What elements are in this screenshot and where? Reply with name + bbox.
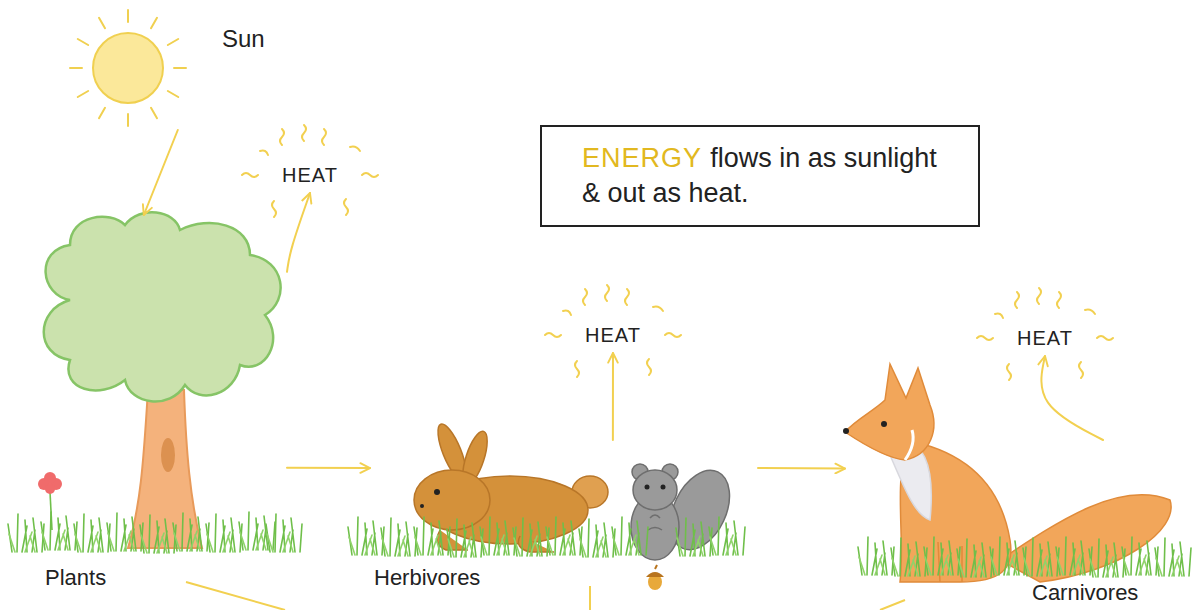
grass	[8, 514, 44, 552]
note-text: ENERGY	[582, 143, 702, 173]
heat-label: HEAT	[576, 317, 650, 353]
trophic-level: Carnivores	[845, 440, 1197, 610]
grass	[447, 519, 483, 557]
grass	[1089, 539, 1125, 577]
node-label: HEAT	[585, 323, 641, 347]
grass	[676, 518, 712, 556]
energy-arrow	[612, 353, 614, 440]
grass	[41, 512, 77, 550]
grass	[107, 513, 143, 551]
note-box: ENERGYflows in as sunlight & out as heat…	[540, 125, 980, 227]
grass	[414, 517, 450, 555]
heat-label: HEAT	[273, 157, 347, 193]
grass	[891, 538, 927, 576]
energy-arrow	[144, 130, 178, 215]
grass	[74, 514, 110, 552]
grass	[480, 517, 516, 555]
grass	[266, 514, 302, 552]
grass	[173, 513, 209, 551]
grass	[206, 514, 242, 552]
tree	[44, 212, 281, 548]
grass	[1122, 537, 1158, 575]
decomposer-lines	[186, 582, 905, 610]
energy-arrow	[758, 467, 845, 470]
node-label: Herbivores	[374, 565, 762, 590]
grass	[709, 517, 745, 555]
grass	[858, 537, 894, 575]
grass	[612, 517, 648, 555]
grass	[990, 537, 1026, 575]
node-label: HEAT	[282, 163, 338, 187]
grass	[1023, 538, 1059, 576]
grass	[1155, 538, 1191, 576]
node-label: HEAT	[1017, 326, 1073, 350]
fox	[843, 364, 1171, 582]
node-label: Plants	[45, 565, 322, 590]
heat-label: HEAT	[1008, 320, 1082, 356]
trophic-level: Herbivores	[370, 440, 758, 607]
grass	[513, 518, 549, 556]
grass	[140, 515, 176, 553]
heat-squiggles	[242, 125, 378, 217]
sun	[70, 10, 186, 126]
trophic-level: Plants	[10, 215, 287, 607]
energy-arrow	[287, 467, 370, 469]
heat-squiggles	[977, 288, 1113, 380]
grass	[924, 537, 960, 575]
acorn	[646, 565, 664, 590]
node-label: Sun	[222, 25, 648, 53]
energy-arrow	[287, 193, 310, 272]
grass	[957, 539, 993, 577]
grass	[381, 518, 417, 556]
node-label: Carnivores	[1032, 580, 1197, 605]
grass	[1056, 537, 1092, 575]
sun-label-area: Sun	[50, 5, 476, 130]
grass	[348, 517, 384, 555]
energy-arrow	[1041, 356, 1103, 440]
grass	[546, 517, 582, 555]
grass	[579, 519, 615, 557]
